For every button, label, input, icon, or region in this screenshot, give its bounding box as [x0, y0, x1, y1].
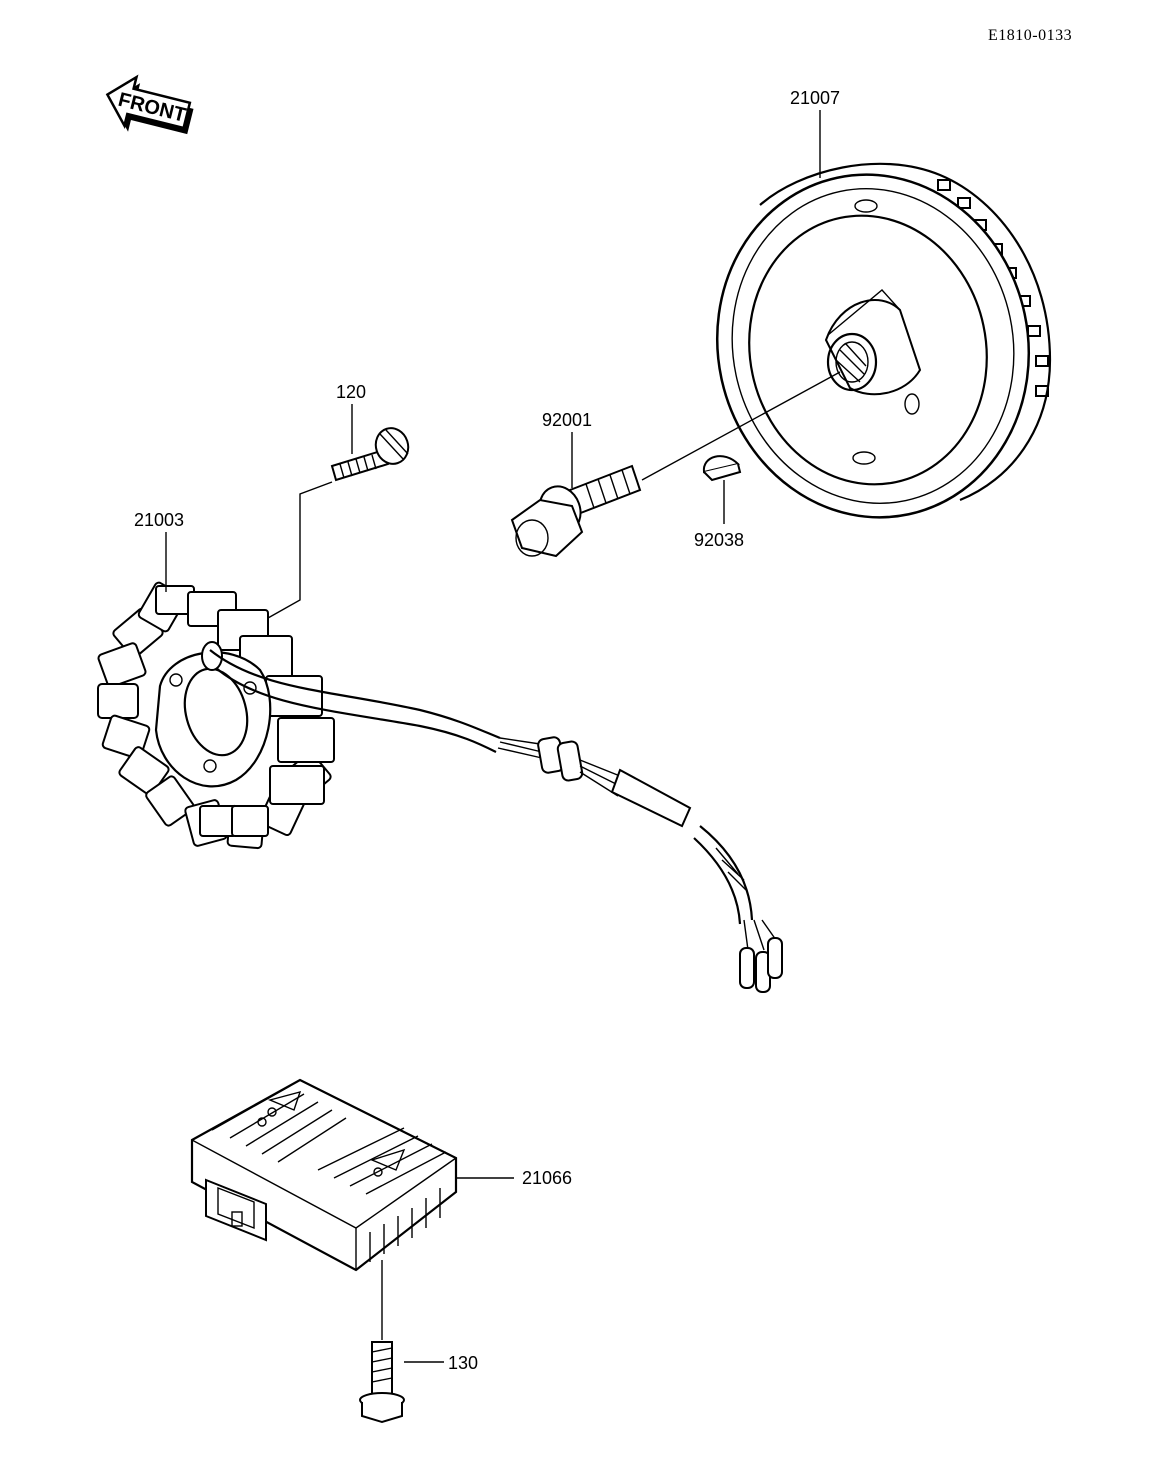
stator-assembly [97, 581, 335, 850]
callout-regulator-bolt: 130 [448, 1353, 478, 1373]
stator-screw [330, 427, 410, 482]
callout-regulator-rectifier: 21066 [522, 1168, 572, 1188]
callout-stator-assembly: 21003 [134, 510, 184, 530]
diagram-reference-code: E1810-0133 [988, 27, 1072, 44]
flywheel-rotor [715, 162, 1052, 519]
woodruff-key [702, 455, 742, 482]
rotor-bolt [510, 464, 642, 558]
part-callouts: 21007 120 92001 21003 92038 21066 130 [134, 88, 840, 1373]
callout-woodruff-key: 92038 [694, 530, 744, 550]
regulator-bolt [359, 1341, 405, 1424]
stator-wire-harness [209, 649, 783, 993]
callout-flywheel-rotor: 21007 [790, 88, 840, 108]
front-direction-arrow-icon: FRONT [105, 74, 194, 135]
stator-pole-shoes [155, 585, 335, 837]
leader-lines [165, 110, 841, 1363]
regulator-rectifier [190, 1078, 458, 1272]
callout-rotor-bolt: 92001 [542, 410, 592, 430]
callout-stator-screw: 120 [336, 382, 366, 402]
